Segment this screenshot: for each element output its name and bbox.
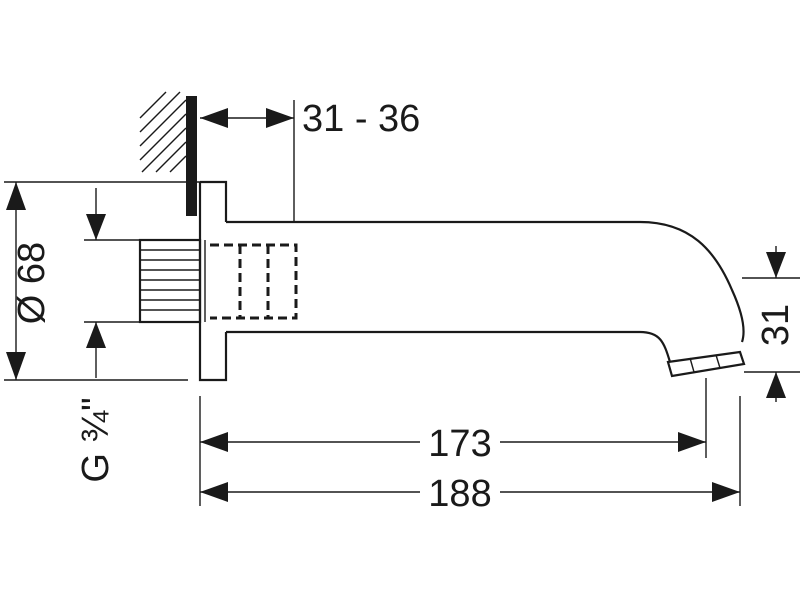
dimension-diameter [4, 181, 200, 381]
wall-flange [198, 180, 228, 382]
wall-hatching [139, 91, 187, 173]
label-length-total: 188 [428, 473, 491, 515]
label-spout-height: 31 [755, 304, 797, 346]
wall-surface [186, 96, 197, 216]
dimension-wall-offset [200, 100, 295, 222]
aerator-tip [666, 350, 746, 378]
spout-body [226, 220, 745, 363]
label-wall-offset: 31 - 36 [302, 98, 420, 140]
label-length-inner: 173 [428, 423, 491, 465]
dimension-length-total [200, 396, 741, 506]
threaded-connector [138, 238, 206, 324]
label-diameter: Ø 68 [11, 242, 53, 324]
dimension-thread [84, 188, 140, 378]
label-thread: G ¾" [75, 397, 117, 482]
hidden-internal-lines [210, 243, 298, 320]
dimension-length-inner [199, 378, 707, 506]
dimension-spout-height [742, 246, 800, 402]
